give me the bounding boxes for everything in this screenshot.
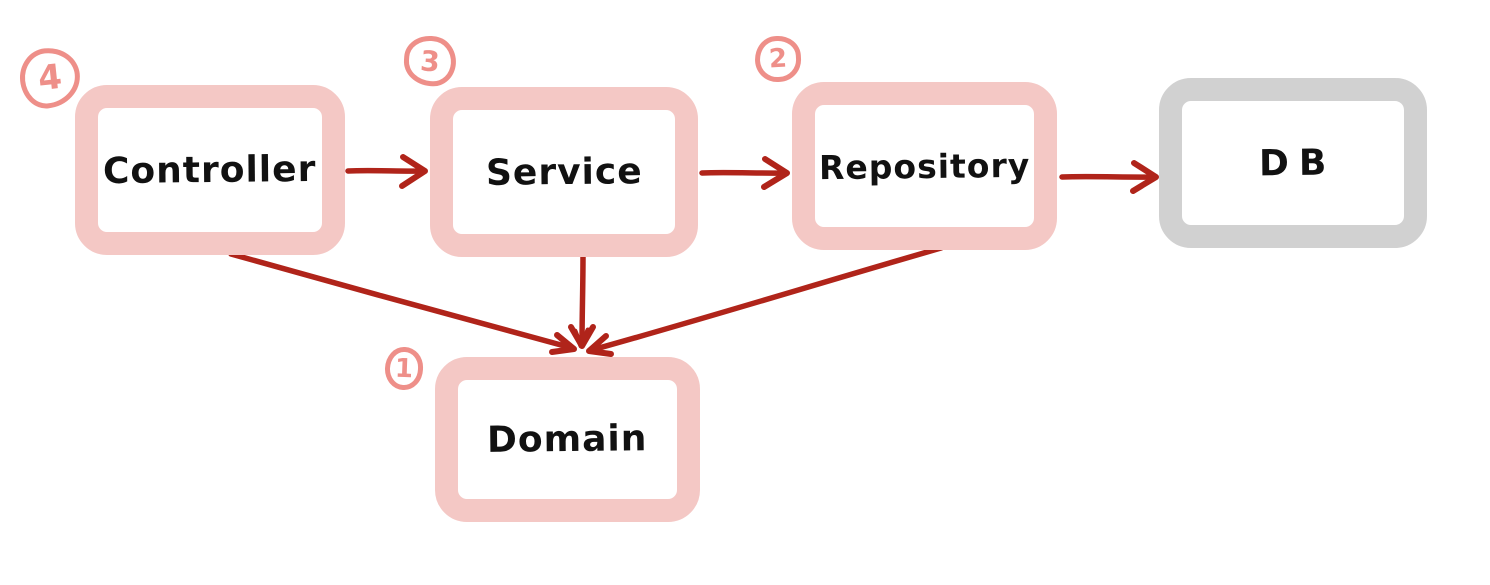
arrowhead-service-to-domain-scribble [572, 327, 591, 349]
node-db: DB [1159, 78, 1427, 248]
arrowhead-repository-to-db [1130, 160, 1159, 194]
arrowhead-service-to-repository [761, 156, 790, 190]
arrowhead-service-to-domain [568, 324, 596, 349]
order-badge-controller: 4 [17, 45, 83, 111]
arrow-controller-to-domain [228, 251, 575, 351]
order-badge-repository: 2 [753, 34, 803, 84]
arrowhead-controller-to-service [399, 154, 428, 189]
order-badge-service-number: 3 [419, 43, 441, 79]
node-domain-label: Domain [487, 418, 648, 461]
node-domain: Domain [435, 357, 700, 522]
order-badge-domain: 1 [384, 346, 424, 391]
node-repository: Repository [792, 82, 1057, 250]
arrow-repository-to-domain [589, 245, 944, 353]
node-controller-label: Controller [103, 148, 317, 192]
arrowhead-controller-to-domain [549, 332, 577, 355]
node-repository-label: Repository [818, 145, 1031, 187]
order-badge-domain-number: 1 [394, 353, 414, 384]
node-controller: Controller [75, 85, 345, 255]
node-service-label: Service [485, 150, 643, 194]
arrowhead-repository-to-domain [586, 333, 614, 357]
node-db-label: DB [1259, 142, 1337, 184]
order-badge-service: 3 [402, 34, 458, 88]
arrow-service-to-domain [579, 254, 586, 346]
order-badge-controller-number: 4 [36, 56, 64, 100]
node-service: Service [430, 87, 698, 257]
order-badge-repository-number: 2 [768, 43, 788, 75]
